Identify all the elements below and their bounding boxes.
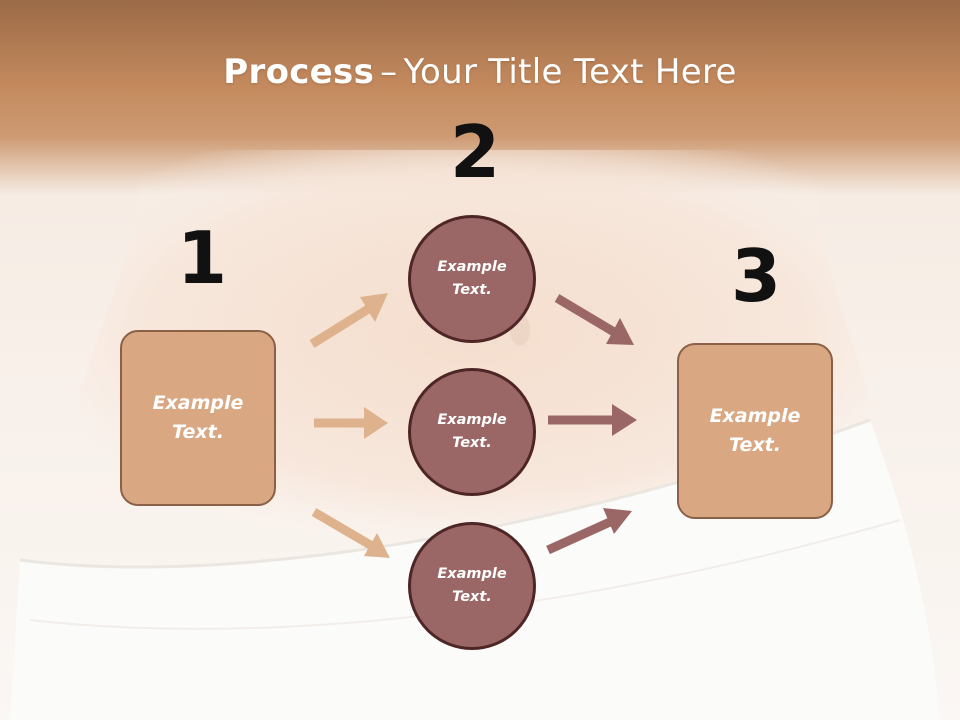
- step-number-2: 2: [450, 110, 501, 194]
- title-dash: –: [380, 52, 398, 92]
- arrow-left-up: [309, 293, 388, 348]
- arrow-left-middle: [314, 407, 388, 439]
- circle-middle: Example Text.: [408, 368, 536, 496]
- left-box-line2: Text.: [172, 421, 224, 443]
- step-number-3: 3: [731, 234, 782, 318]
- left-box-line1: Example: [152, 392, 244, 414]
- circle-bottom: Example Text.: [408, 522, 536, 650]
- title-bold: Process: [223, 52, 375, 92]
- step-number-1: 1: [177, 216, 228, 300]
- title-rest: Your Title Text Here: [403, 52, 737, 92]
- arrow-right-up: [546, 508, 632, 555]
- slide-title: Process–Your Title Text Here: [0, 52, 960, 92]
- circle-top: Example Text.: [408, 215, 536, 343]
- arrow-right-middle: [548, 404, 637, 436]
- circle-middle-line2: Text.: [452, 435, 492, 451]
- right-box-line2: Text.: [729, 434, 781, 456]
- circle-top-line2: Text.: [452, 282, 492, 298]
- circle-top-line1: Example: [437, 259, 507, 275]
- arrow-right-down: [554, 294, 634, 345]
- circle-bottom-line1: Example: [437, 566, 507, 582]
- circle-bottom-line2: Text.: [452, 589, 492, 605]
- arrow-left-down: [311, 508, 390, 558]
- right-box: Example Text.: [677, 343, 833, 519]
- right-box-line1: Example: [709, 405, 801, 427]
- circle-middle-line1: Example: [437, 412, 507, 428]
- left-box: Example Text.: [120, 330, 276, 506]
